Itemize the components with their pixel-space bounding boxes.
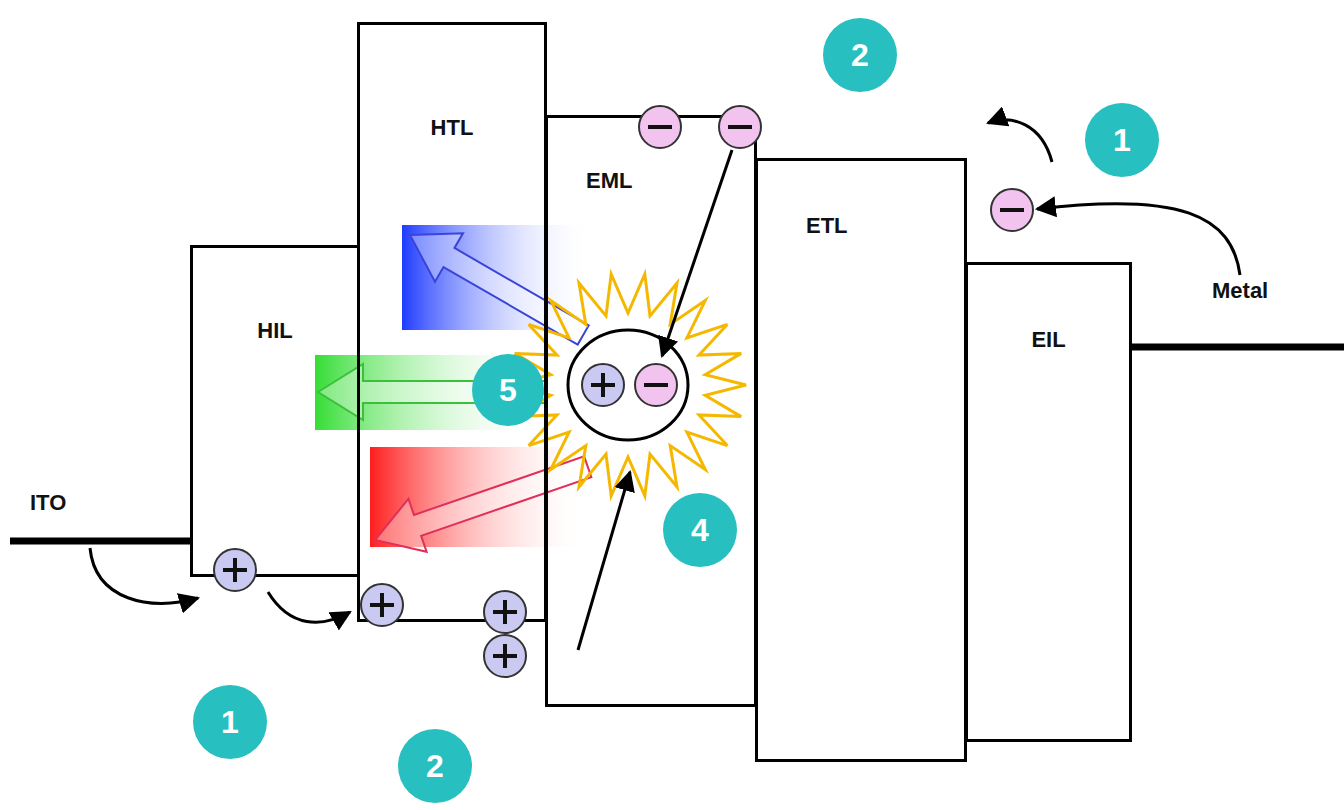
- electron-charge: [719, 106, 761, 148]
- charge-sign: [644, 383, 668, 387]
- metal-level: [1130, 344, 1344, 351]
- layer-label: EML: [586, 168, 633, 194]
- callout-circle: 5: [472, 354, 544, 426]
- callout-number: 1: [221, 704, 239, 741]
- callout-number: 5: [499, 372, 517, 409]
- exciton-ring: [568, 330, 688, 440]
- layer-label: HTL: [431, 115, 474, 141]
- layer-label: HIL: [257, 318, 293, 344]
- layer-box: HIL: [190, 245, 360, 577]
- callout-number: 2: [426, 748, 444, 785]
- red-light-arrow: [366, 440, 597, 566]
- callout-fill: [663, 493, 737, 567]
- electrode-label: ITO: [30, 490, 66, 516]
- green-emission: [315, 355, 545, 430]
- transport-arrow: [662, 150, 732, 356]
- charge-sign: [503, 600, 507, 624]
- callout-number: 2: [851, 37, 869, 74]
- charge-sign: [648, 125, 672, 129]
- layer-label: EIL: [1031, 327, 1066, 353]
- layer-box: EML 4: [545, 115, 757, 707]
- charge-sign: [728, 125, 752, 129]
- transport-arrow: [268, 592, 350, 622]
- layer-box: EIL: [965, 262, 1132, 742]
- transport-arrow: [90, 548, 198, 603]
- hole-charge: [214, 549, 256, 591]
- callout-circle: 1: [193, 685, 267, 759]
- callout-circle: 2: [823, 18, 897, 92]
- electron-charge: [635, 364, 677, 406]
- callout-fill: [398, 729, 472, 803]
- callout-number: 1: [1113, 122, 1131, 159]
- hole-charge: [361, 584, 403, 626]
- callout-number: 4: [691, 512, 709, 549]
- layer-box: ETL: [755, 158, 967, 762]
- transport-arrow: [578, 472, 630, 650]
- ito-level: [10, 538, 192, 545]
- callout-circle: 1: [1085, 103, 1159, 177]
- layer-label: ETL: [806, 213, 848, 239]
- charge-sign: [233, 558, 237, 582]
- layer-box: HTL: [357, 22, 547, 622]
- callout-fill: [193, 685, 267, 759]
- callout-circle: 2: [398, 729, 472, 803]
- hole-charge: [582, 364, 624, 406]
- transport-arrow: [1037, 204, 1240, 275]
- electrode-label: Metal: [1212, 278, 1268, 304]
- electron-charge: [991, 189, 1033, 231]
- callout-circle: 4: [663, 493, 737, 567]
- callout-fill: [1085, 103, 1159, 177]
- callout-fill: [472, 354, 544, 426]
- hole-charge: [484, 635, 526, 677]
- transport-arrow: [988, 120, 1052, 162]
- charge-sign: [380, 593, 384, 617]
- electron-charge: [639, 106, 681, 148]
- charge-sign: [601, 373, 605, 397]
- charge-sign: [1000, 208, 1024, 212]
- charge-sign: [503, 644, 507, 668]
- callout-fill: [823, 18, 897, 92]
- hole-charge: [484, 591, 526, 633]
